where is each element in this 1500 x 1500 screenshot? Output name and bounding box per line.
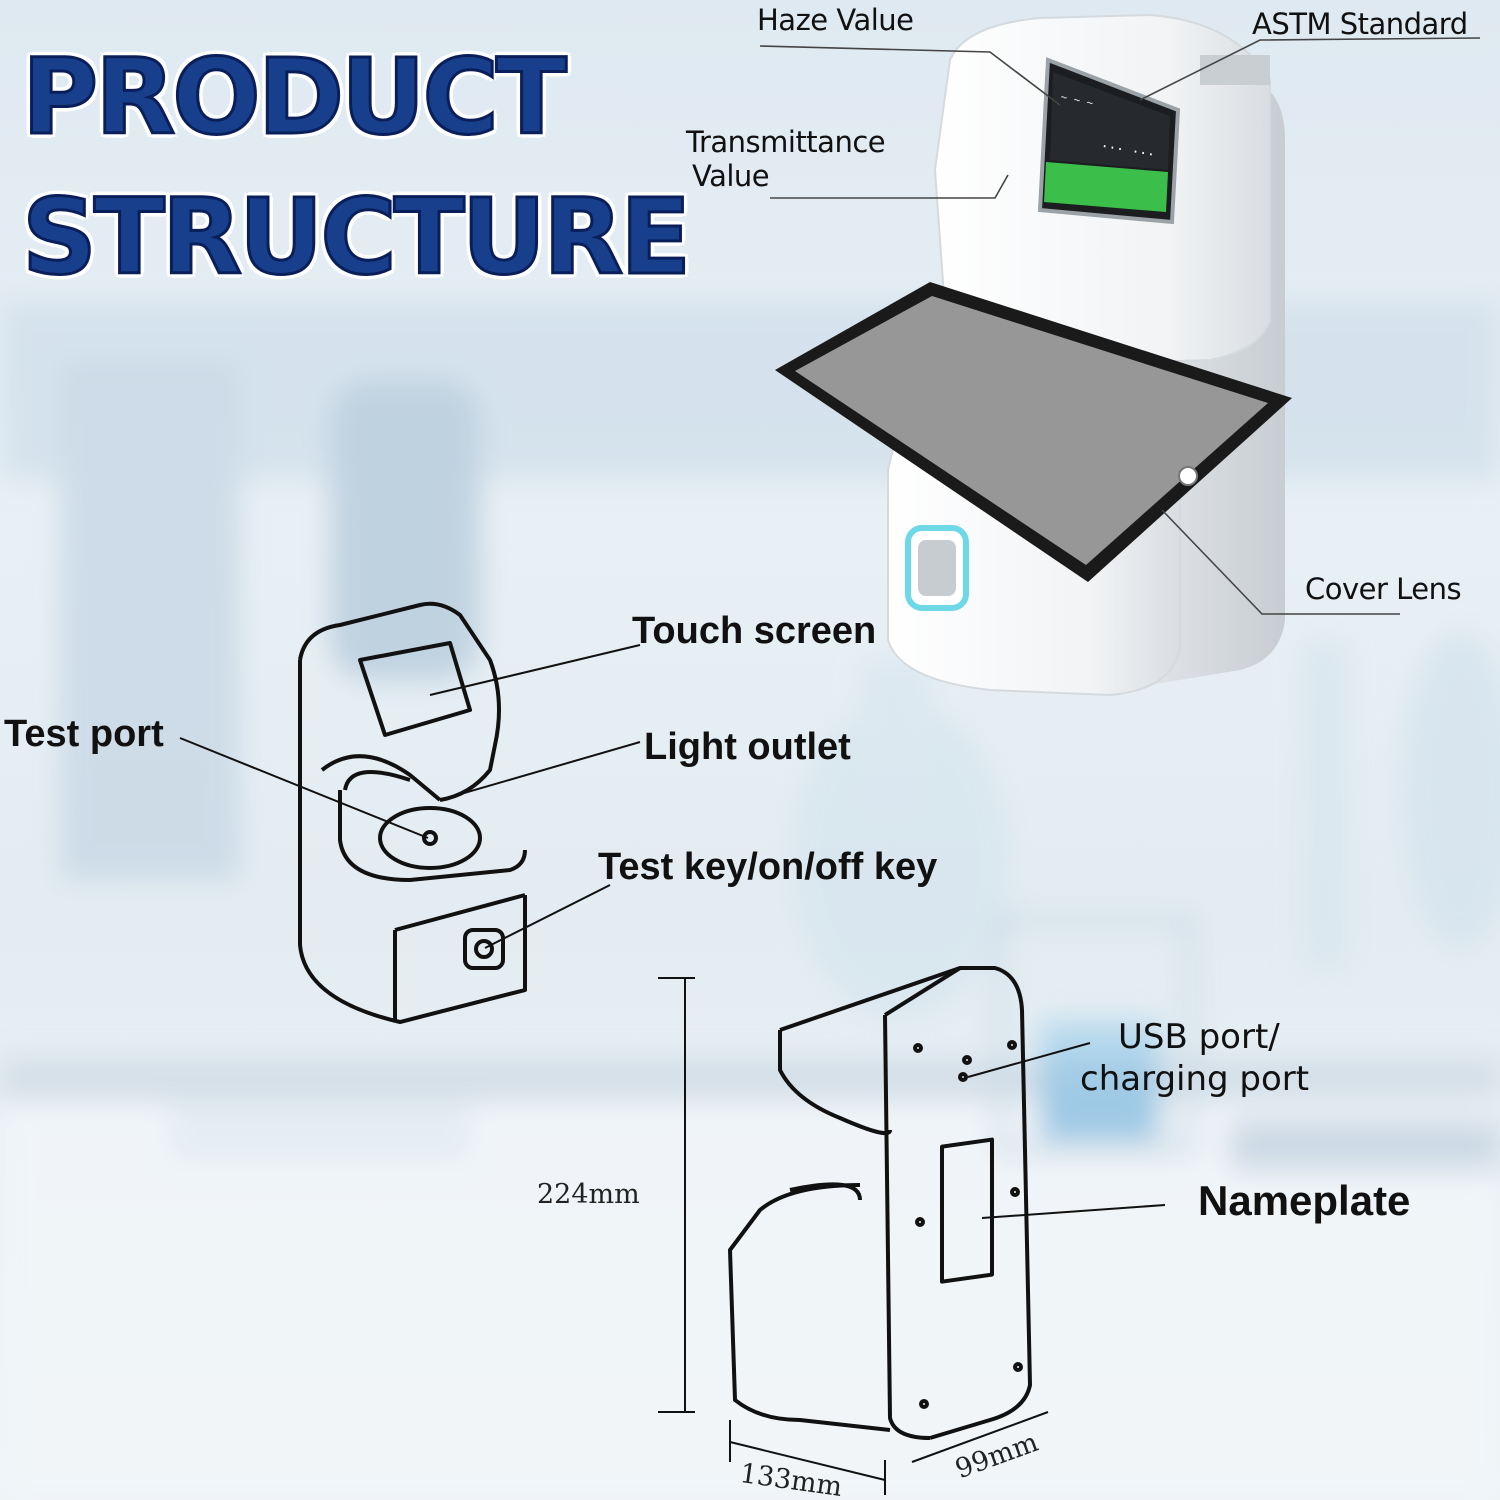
label-transmittance-line-2: Value bbox=[692, 159, 770, 193]
label-nameplate: Nameplate bbox=[1198, 1177, 1411, 1224]
label-haze-value: Haze Value bbox=[757, 3, 914, 37]
cover-lens bbox=[775, 282, 1292, 582]
device-photo: ~ ~ ~ ··· ··· bbox=[775, 13, 1292, 697]
label-usb-line-2: charging port bbox=[1080, 1059, 1310, 1099]
label-cover-lens: Cover Lens bbox=[1305, 572, 1462, 606]
label-test-port: Test port bbox=[4, 713, 164, 755]
label-usb-line-1: USB port/ bbox=[1118, 1017, 1280, 1057]
device-display: ~ ~ ~ ··· ··· bbox=[1037, 57, 1181, 225]
device-line-back bbox=[658, 966, 1049, 1495]
label-test-key: Test key/on/off key bbox=[598, 846, 938, 888]
title-line-2: STRUCTURE bbox=[20, 176, 692, 298]
label-astm-standard: ASTM Standard bbox=[1252, 7, 1468, 41]
dimension-height: 224mm bbox=[537, 1179, 640, 1210]
device-line-front bbox=[298, 601, 527, 1024]
label-transmittance-line-1: Transmittance bbox=[686, 125, 886, 159]
label-touch-screen: Touch screen bbox=[632, 610, 877, 652]
label-light-outlet: Light outlet bbox=[644, 726, 851, 768]
title-line-1: PRODUCT bbox=[21, 36, 569, 158]
leader-lines bbox=[179, 37, 1481, 1219]
